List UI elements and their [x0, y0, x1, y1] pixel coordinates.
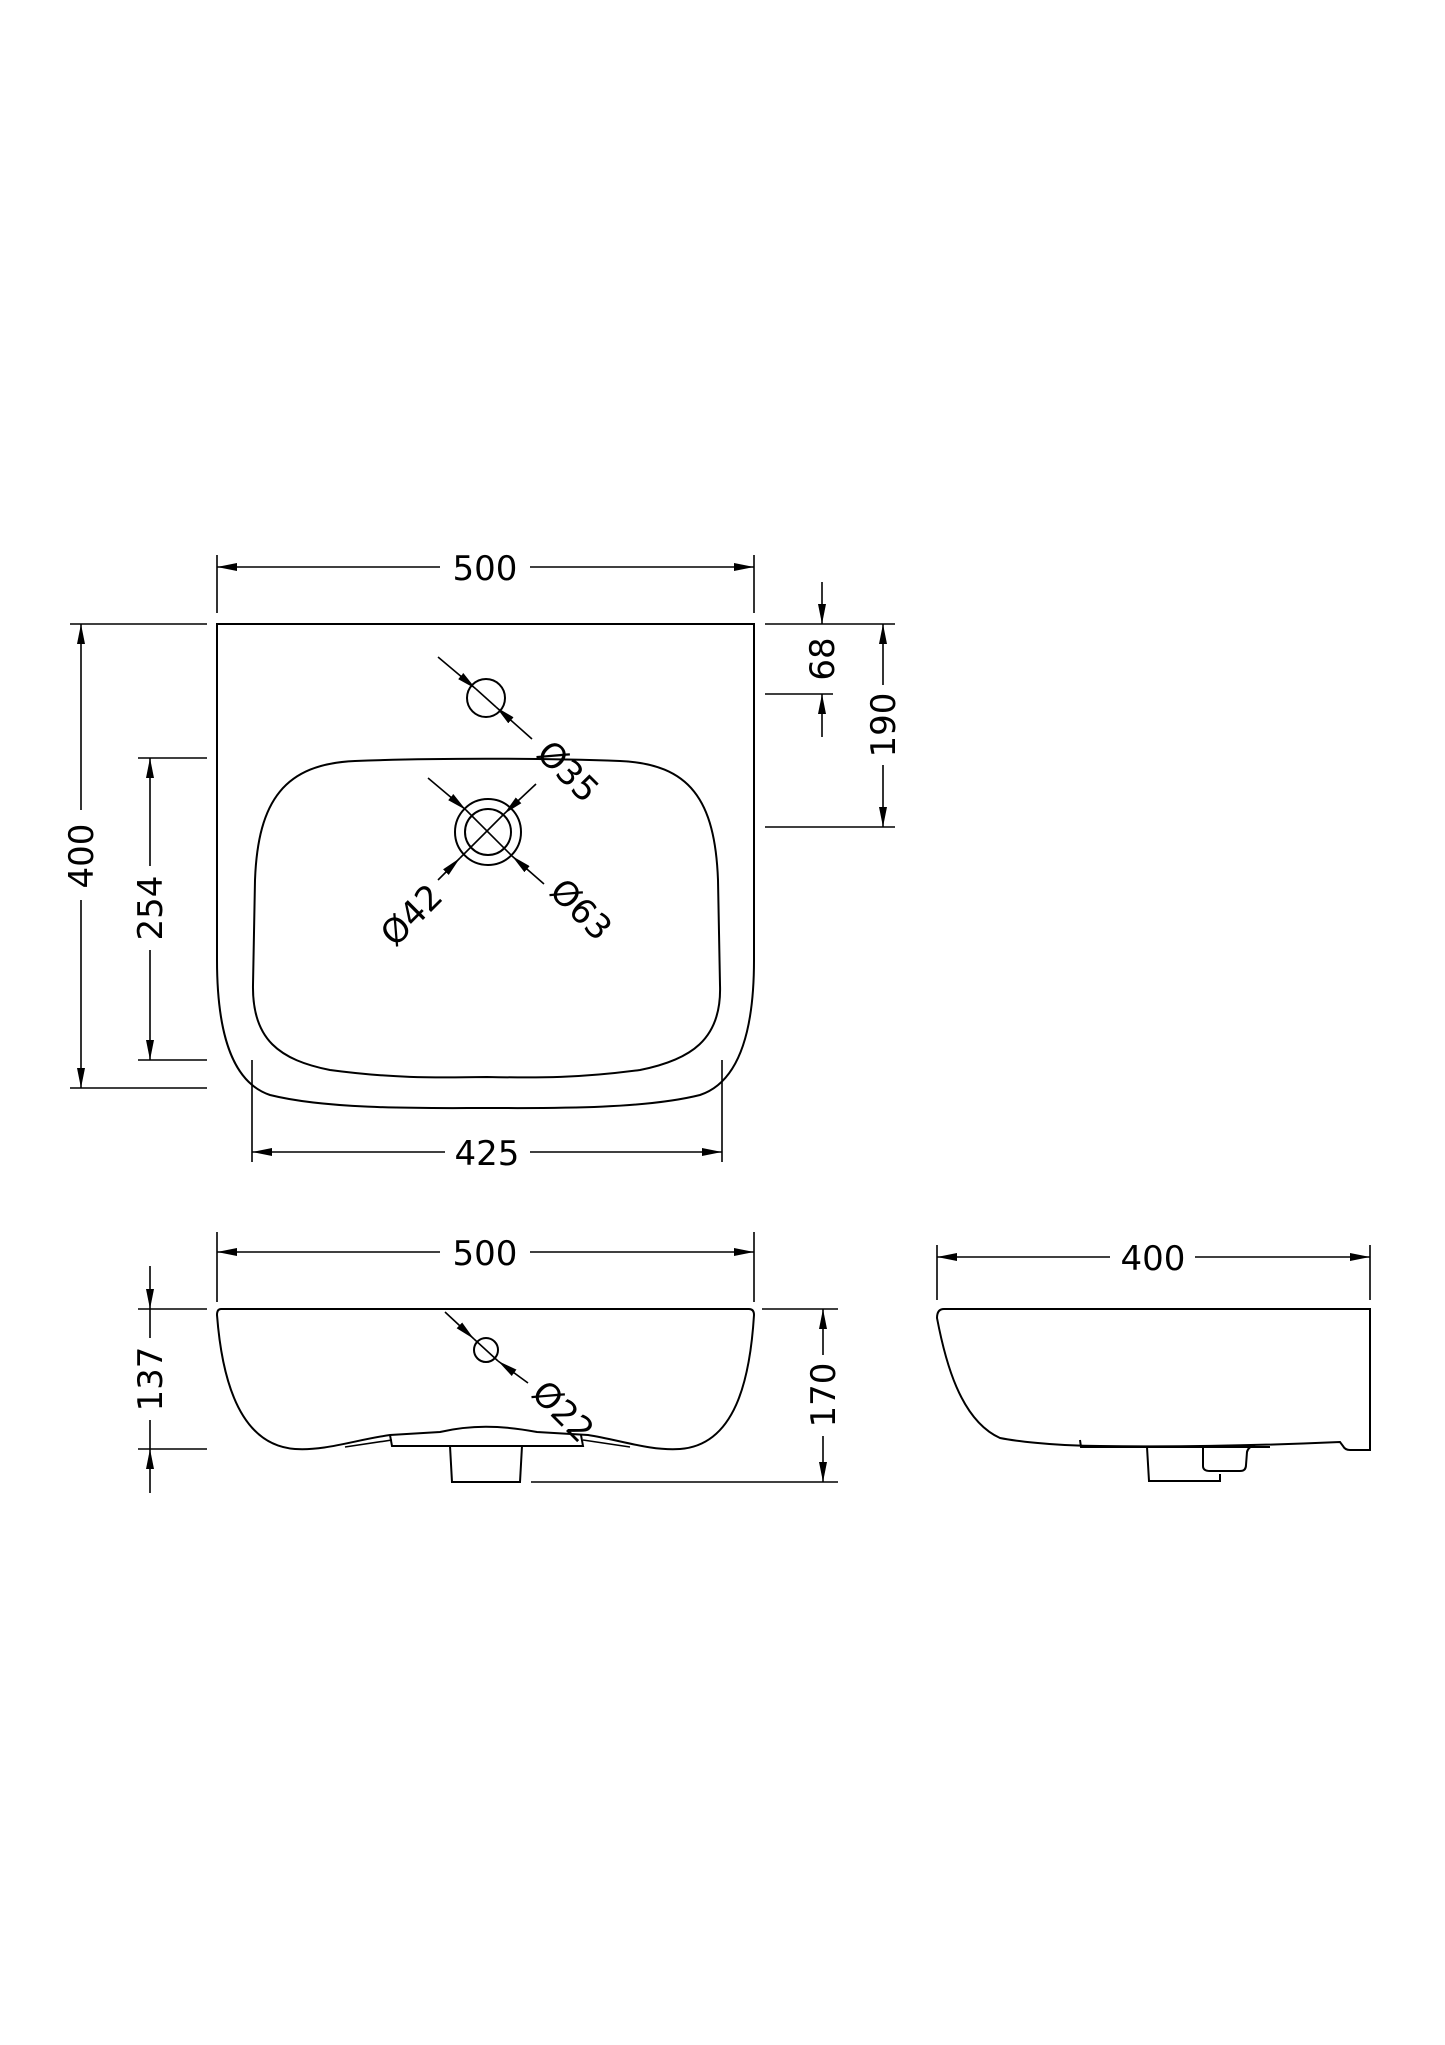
tap-offset-label: 68	[803, 637, 843, 680]
overall-depth-label: 400	[62, 824, 102, 889]
front-width-label: 500	[453, 1234, 518, 1274]
waste-inner-diameter-label: Ø42	[373, 877, 451, 955]
basin-outline-plan	[216, 623, 755, 1110]
tap-hole	[466, 678, 506, 718]
overflow-diameter-label: Ø22	[524, 1373, 602, 1451]
tap-hole-diameter-label: Ø35	[529, 733, 607, 811]
overflow-hole	[473, 1337, 499, 1363]
basin-outline-side	[935, 1308, 1371, 1451]
bowl-height-label: 137	[131, 1347, 171, 1412]
waste-offset-label: 190	[864, 693, 904, 758]
waste-outer-diameter-label: Ø63	[542, 871, 620, 949]
waste-inner-ring	[464, 808, 512, 856]
bowl-width-label: 425	[455, 1134, 520, 1174]
side-depth-label: 400	[1121, 1239, 1186, 1279]
waste-tail-side	[1146, 1446, 1221, 1482]
bowl-depth-label: 254	[131, 876, 171, 941]
waste-outer-ring	[454, 798, 522, 866]
top-view: Ø35 Ø42 Ø63 500 400 254 42	[62, 549, 904, 1174]
waste-flange-front	[389, 1434, 585, 1447]
waste-flange-side	[1079, 1439, 1270, 1448]
overflow-channel-side	[1202, 1444, 1256, 1472]
bowl-outline-plan	[251, 757, 722, 1079]
overall-width-label: 500	[453, 549, 518, 589]
basin-outline-front	[215, 1308, 756, 1451]
side-view: 400	[935, 1239, 1371, 1482]
front-view: Ø22 500 137 170	[131, 1232, 844, 1493]
waste-tail-front	[449, 1445, 523, 1483]
overall-height-label: 170	[804, 1363, 844, 1428]
